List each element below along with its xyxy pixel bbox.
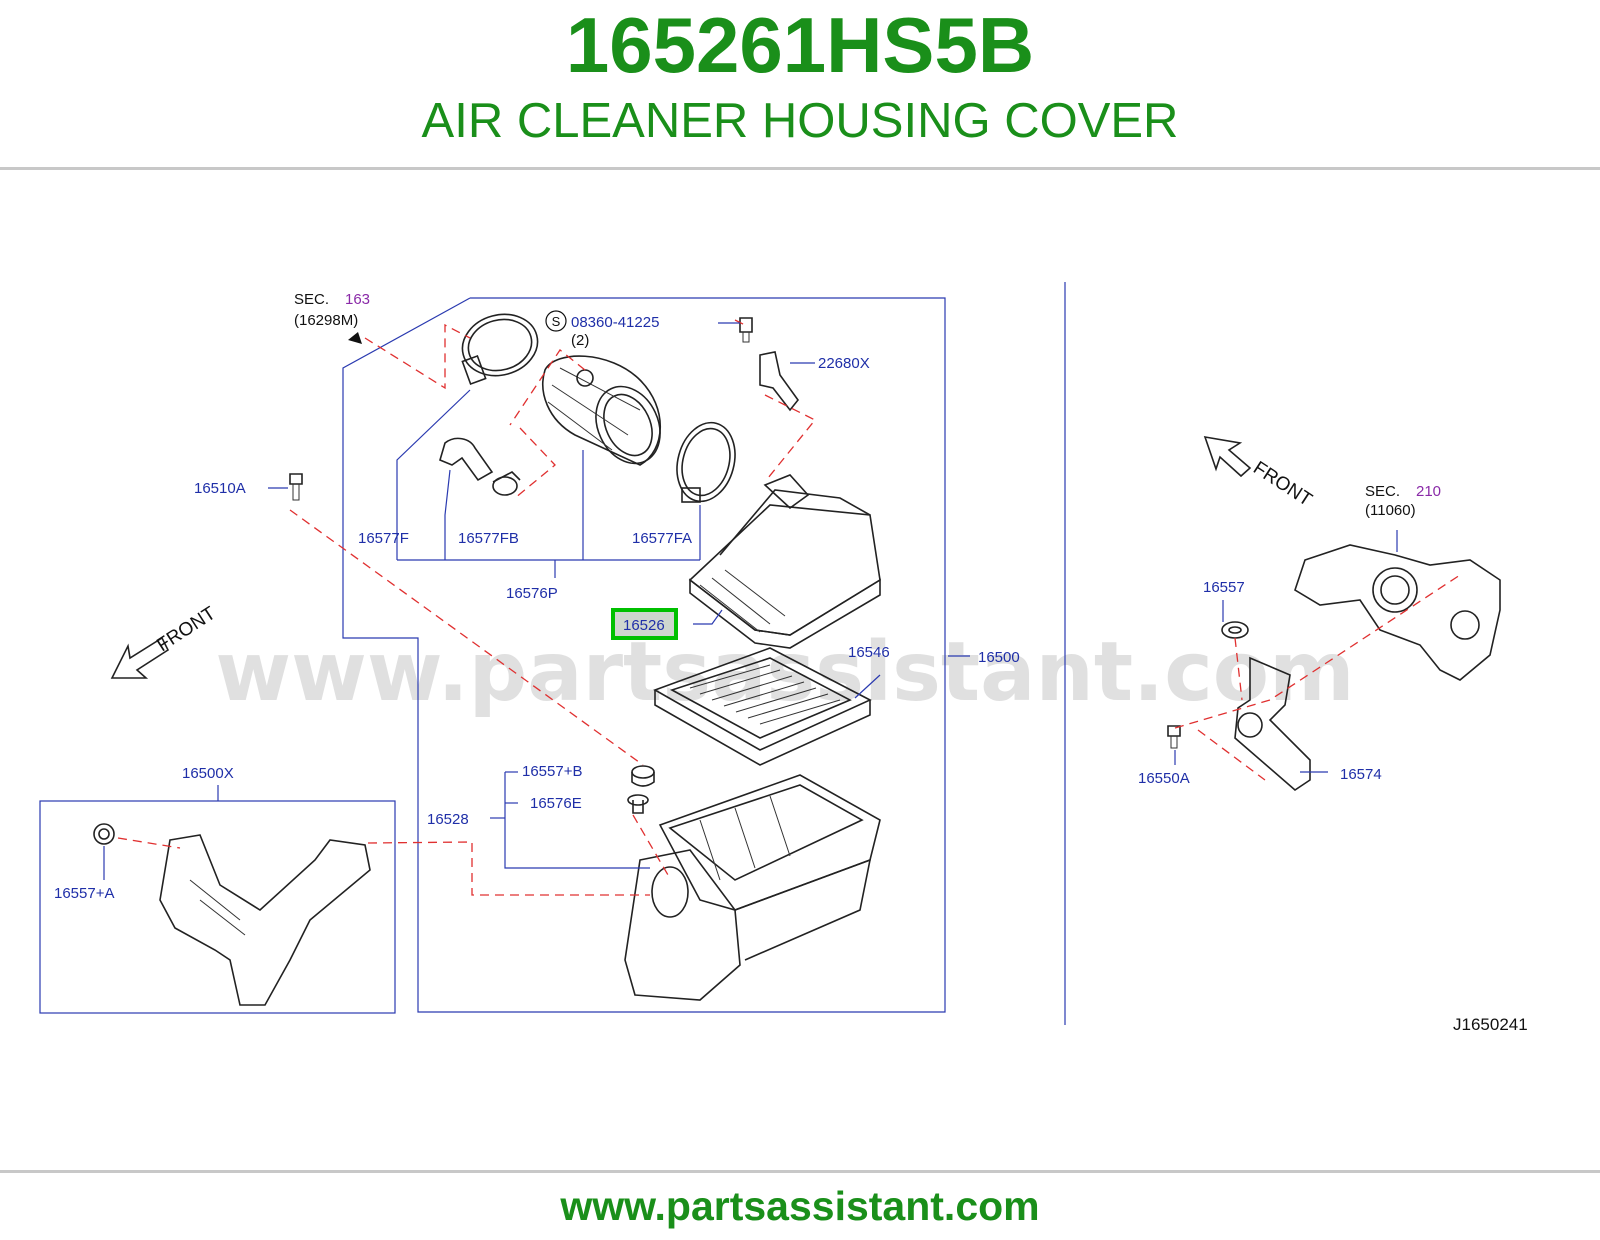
throttle-body-part	[1294, 544, 1501, 681]
grommet-part	[631, 765, 655, 787]
bolt-16550a-part	[1167, 725, 1181, 749]
footer-website-link[interactable]: www.partsassistant.com	[560, 1183, 1040, 1229]
callout-leader-lines	[103, 322, 1398, 880]
front-arrow-icon-right	[1203, 435, 1252, 478]
bolt-quantity: (2)	[571, 332, 589, 349]
mass-airflow-sensor-part	[759, 351, 800, 412]
assembly-outline	[342, 297, 946, 1013]
front-direction-label-right: FRONT	[1249, 458, 1316, 511]
section-prefix-163: SEC.	[294, 291, 329, 308]
part-name-subtitle: AIR CLEANER HOUSING COVER	[421, 94, 1179, 148]
highlighted-part-box[interactable]	[611, 608, 678, 640]
watermark: www.partsassistant.com	[215, 625, 1354, 720]
section-ref-11060: (11060)	[1365, 502, 1416, 519]
air-duct-hose-part	[542, 355, 661, 466]
section-number-163[interactable]: 163	[345, 291, 370, 308]
callout-16576p[interactable]: 16576P	[506, 585, 558, 602]
callout-16557[interactable]: 16557	[1203, 579, 1245, 596]
callout-16550a[interactable]: 16550A	[1138, 770, 1190, 787]
hose-clamp-small-part	[676, 421, 736, 503]
drawing-id: J1650241	[1453, 1015, 1528, 1034]
callout-16576e[interactable]: 16576E	[530, 795, 582, 812]
air-cleaner-lower-housing-part	[624, 774, 881, 1001]
front-direction-label: FRONT	[153, 603, 220, 656]
callout-22680x[interactable]: 22680X	[818, 355, 870, 372]
callout-16510a[interactable]: 16510A	[194, 480, 246, 497]
part-number-title: 165261HS5B	[565, 1, 1035, 89]
air-cleaner-housing-cover-part	[688, 474, 881, 649]
bolt-standard-symbol: S	[552, 314, 561, 329]
callout-16546[interactable]: 16546	[848, 644, 890, 661]
air-filter-element-part	[653, 647, 872, 766]
callout-16577f[interactable]: 16577F	[358, 530, 409, 547]
bracket-part	[1234, 656, 1311, 792]
callout-16577fb[interactable]: 16577FB	[458, 530, 519, 547]
air-inlet-duct-part	[93, 823, 371, 1006]
callout-16526-highlighted[interactable]: 16526	[623, 617, 665, 634]
header-divider	[0, 167, 1600, 170]
bolt-part	[739, 317, 753, 343]
callout-16500[interactable]: 16500	[978, 649, 1020, 666]
section-prefix-210: SEC.	[1365, 483, 1400, 500]
section-number-210[interactable]: 210	[1416, 483, 1441, 500]
screw-part	[627, 794, 649, 814]
inset-box-16500x	[39, 800, 396, 1014]
section-ref-16298m: (16298M)	[294, 312, 358, 329]
header: 165261HS5B AIR CLEANER HOUSING COVER	[0, 0, 1600, 170]
callout-16528[interactable]: 16528	[427, 811, 469, 828]
callout-08360-41225[interactable]: 08360-41225	[571, 314, 659, 331]
callout-16574[interactable]: 16574	[1340, 766, 1382, 783]
breather-hose-part	[439, 437, 521, 496]
callout-16500x[interactable]: 16500X	[182, 765, 234, 782]
dashed-connection-lines	[117, 319, 1461, 896]
bolt-16510a-part	[289, 473, 303, 501]
callout-16577fa[interactable]: 16577FA	[632, 530, 692, 547]
callout-16557-b[interactable]: 16557+B	[522, 763, 582, 780]
arrow-icon	[348, 332, 362, 344]
exploded-parts-diagram: www.partsassistant.com	[39, 282, 1528, 1034]
footer-divider	[0, 1170, 1600, 1173]
bolt-standard-symbol-icon	[545, 310, 567, 332]
front-arrow-icon	[110, 636, 170, 679]
hose-clamp-part	[461, 313, 539, 386]
callout-16557-a[interactable]: 16557+A	[54, 885, 114, 902]
